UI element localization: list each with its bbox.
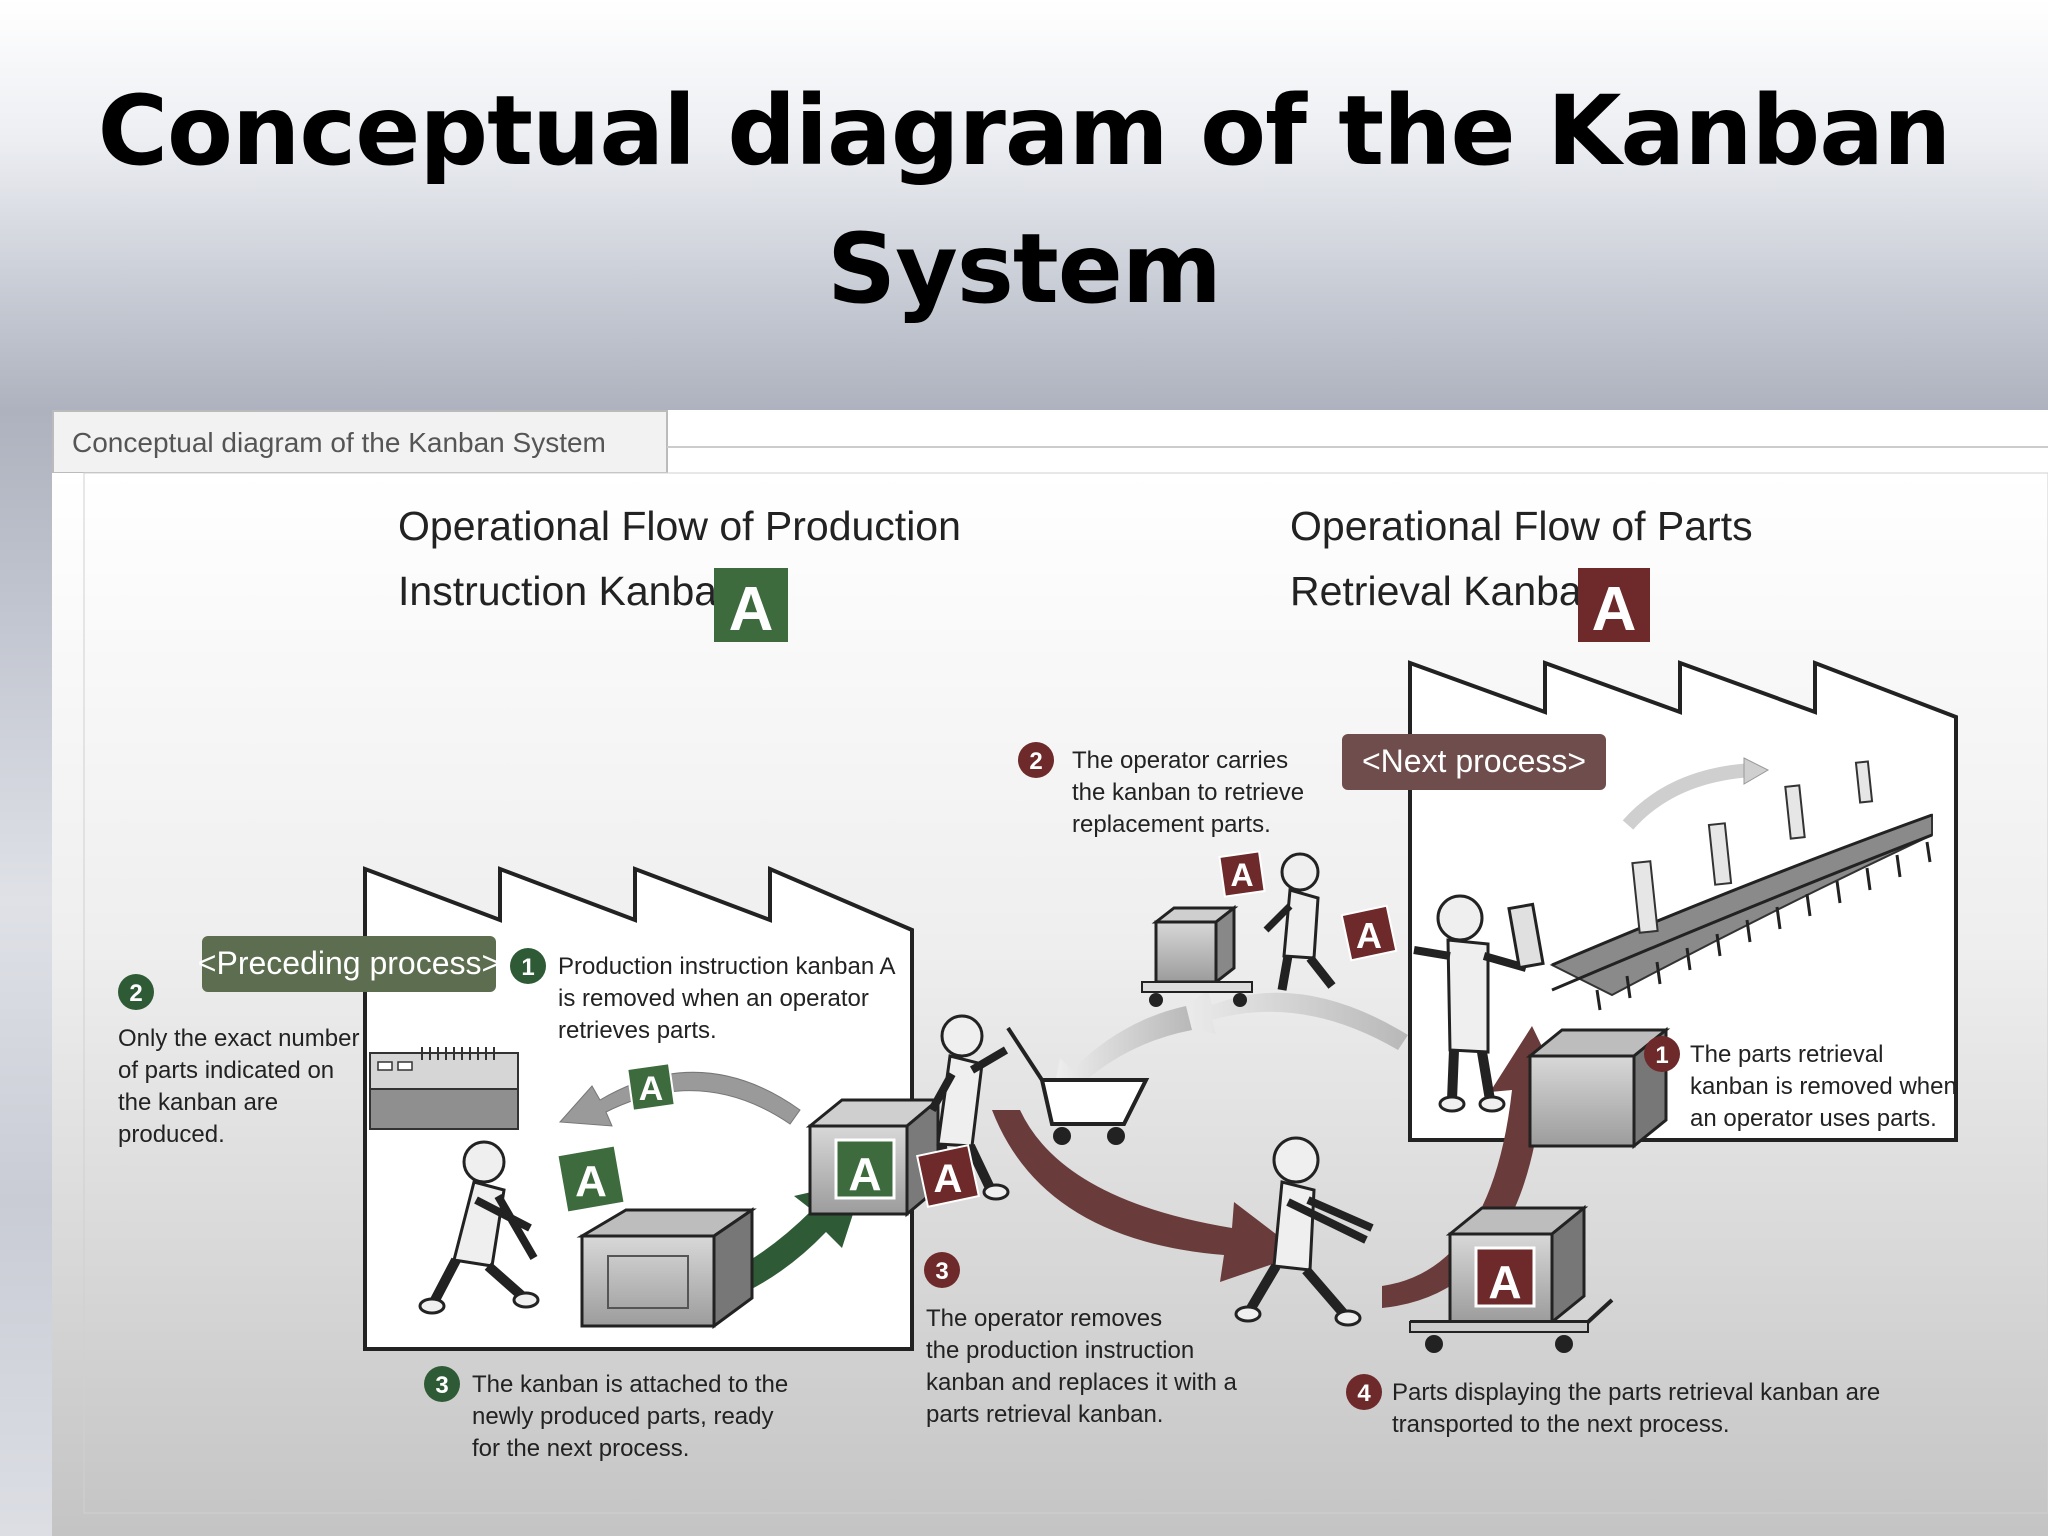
parts-crate-cart-transport: A (1409, 1204, 1614, 1353)
svg-text:A: A (575, 1157, 607, 1206)
worker-left (418, 1140, 540, 1315)
preceding-process-label: <Preceding process> (198, 945, 500, 981)
step-left-3-line3: for the next process. (472, 1435, 689, 1462)
right-heading-line1: Operational Flow of Parts (1290, 503, 1753, 549)
step-right-2-line1: The operator carries (1072, 747, 1288, 774)
crate-production-kanban-letter: A (848, 1148, 881, 1200)
svg-text:A: A (934, 1157, 963, 1201)
worker-bottom-right (1234, 1136, 1374, 1327)
step-left-3: 3 The kanban is attached to the newly pr… (424, 1366, 788, 1462)
step-right-3-line2: the production instruction (926, 1337, 1194, 1364)
step-left-2-line4: produced. (118, 1121, 225, 1148)
step-right-3-line1: The operator removes (926, 1305, 1162, 1332)
red-flow-arrow-delivery (1382, 1026, 1566, 1308)
next-process-pill: <Next process> (1342, 734, 1606, 790)
step-left-1-line1: Production instruction kanban A (558, 953, 896, 980)
step-left-3-line1: The kanban is attached to the (472, 1371, 788, 1398)
crate-production-kanban (834, 1138, 896, 1200)
assembly-conveyor (1549, 757, 1933, 1011)
worker-right (1413, 894, 1545, 1113)
kanban-card-red-carried: A (1218, 850, 1266, 898)
worker-top-center (1263, 852, 1336, 991)
cart-retrieval-kanban (1474, 1246, 1536, 1308)
next-process-label: <Next process> (1362, 743, 1586, 779)
svg-text:A: A (639, 1070, 664, 1108)
step-right-3-line4: parts retrieval kanban. (926, 1401, 1163, 1428)
step-right-1-line3: an operator uses parts. (1690, 1105, 1937, 1132)
step-right-3: 3 The operator removes the production in… (924, 1252, 1238, 1428)
step-number-badge (424, 1366, 460, 1402)
step-number-badge (1018, 742, 1054, 778)
retrieval-kanban-badge-letter: A (1592, 575, 1637, 644)
figure-tab: Conceptual diagram of the Kanban System (52, 410, 2048, 474)
step-right-2-line3: replacement parts. (1072, 811, 1271, 838)
step-left-2: 2 Only the exact number of parts indicat… (118, 974, 359, 1148)
right-heading-line2: Retrieval Kanban (1290, 568, 1605, 614)
step-left-1-line3: retrieves parts. (558, 1017, 717, 1044)
svg-text:3: 3 (435, 1372, 448, 1399)
diagram-frame (83, 472, 2048, 1514)
svg-text:2: 2 (1029, 748, 1042, 775)
svg-text:A: A (1230, 857, 1253, 893)
svg-text:2: 2 (129, 980, 142, 1007)
step-number-badge (924, 1252, 960, 1288)
step-left-1-line2: is removed when an operator (558, 985, 869, 1012)
step-left-3-line2: newly produced parts, ready (472, 1403, 774, 1430)
kanban-diagram: Conceptual diagram of the Kanban System … (52, 410, 2048, 1536)
step-right-2-line2: the kanban to retrieve (1072, 779, 1304, 806)
step-number-badge (1644, 1036, 1680, 1072)
step-right-1-line1: The parts retrieval (1690, 1041, 1883, 1068)
production-kanban-badge (714, 568, 788, 642)
svg-text:1: 1 (1655, 1042, 1668, 1069)
figure-tab-label: Conceptual diagram of the Kanban System (72, 427, 606, 458)
step-right-4: 4 Parts displaying the parts retrieval k… (1346, 1374, 1880, 1438)
step-right-4-line2: transported to the next process. (1392, 1411, 1730, 1438)
retrieval-kanban-badge (1578, 568, 1650, 642)
step-left-2-line1: Only the exact number (118, 1025, 359, 1052)
left-heading-line2: Instruction Kanban (398, 568, 740, 614)
right-heading: Operational Flow of Parts Retrieval Kanb… (1290, 503, 1753, 644)
empty-cart-center (1006, 1026, 1150, 1145)
svg-text:3: 3 (935, 1258, 948, 1285)
kanban-diagram-panel: Conceptual diagram of the Kanban System … (52, 410, 2048, 1536)
production-machine (369, 1047, 519, 1130)
step-left-2-line2: of parts indicated on (118, 1057, 334, 1084)
step-right-3-line3: kanban and replaces it with a (926, 1369, 1238, 1396)
step-right-1: 1 The parts retrieval kanban is removed … (1644, 1036, 1957, 1132)
left-heading: Operational Flow of Production Instructi… (398, 503, 961, 644)
kanban-card-red-removed: A (915, 1143, 981, 1209)
step-left-2-line3: the kanban are (118, 1089, 278, 1116)
svg-text:4: 4 (1357, 1380, 1371, 1407)
step-number-badge (510, 948, 546, 984)
gray-return-arrow-left (558, 1071, 801, 1127)
svg-text:A: A (1356, 915, 1382, 956)
step-right-4-line1: Parts displaying the parts retrieval kan… (1392, 1379, 1880, 1406)
step-right-2: 2 The operator carries the kanban to ret… (1018, 742, 1304, 838)
step-right-1-line2: kanban is removed when (1690, 1073, 1957, 1100)
step-number-badge (118, 974, 154, 1010)
step-left-1: 1 Production instruction kanban A is rem… (510, 948, 896, 1044)
production-kanban-badge-letter: A (729, 575, 774, 644)
red-flow-arrow-transport (992, 1110, 1302, 1282)
gray-return-arrow-right (1164, 990, 1408, 1050)
step-number-badge (1346, 1374, 1382, 1410)
cart-with-box-top (1141, 904, 1253, 1007)
svg-text:1: 1 (521, 954, 534, 981)
left-heading-line1: Operational Flow of Production (398, 503, 961, 549)
cart-retrieval-kanban-letter: A (1488, 1256, 1521, 1308)
kanban-card-red-held: A (1340, 904, 1398, 962)
kanban-card-green-held: A (556, 1144, 626, 1214)
preceding-process-pill: <Preceding process> (198, 936, 500, 992)
parts-crate-left (576, 1207, 757, 1329)
kanban-card-green-floating: A (626, 1062, 676, 1112)
